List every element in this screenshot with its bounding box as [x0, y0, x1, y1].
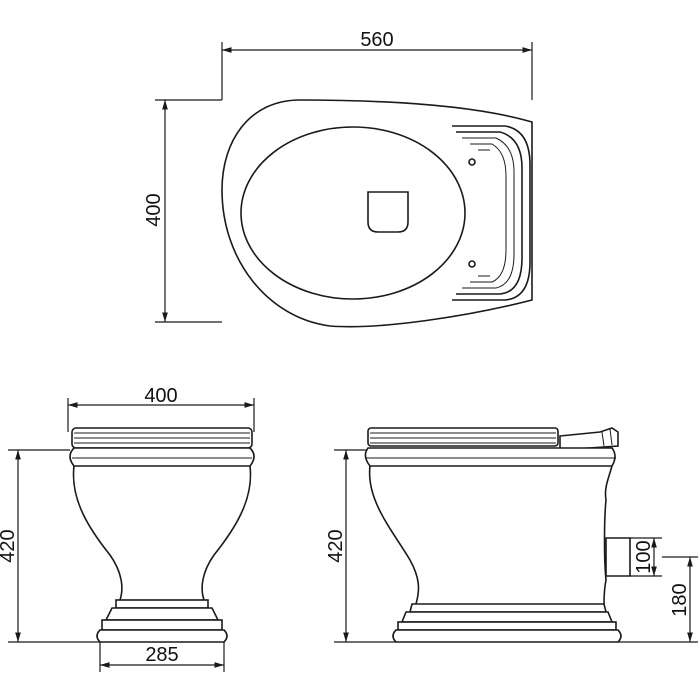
top-fixing-hole-lower	[468, 260, 476, 268]
top-outer-outline	[221, 99, 533, 328]
dim-outlet-height: 100	[633, 540, 655, 573]
front-bowl-body	[72, 465, 252, 601]
side-rim	[364, 447, 616, 467]
dim-base-width: 285	[145, 644, 178, 666]
side-bowl-body	[368, 465, 613, 605]
top-trap-opening	[367, 191, 409, 233]
dim-top-depth: 400	[143, 193, 165, 226]
top-inner-bowl	[240, 126, 466, 300]
side-view: 420 100 180	[325, 427, 698, 643]
top-view: 560 400	[143, 29, 533, 328]
top-hinge-bracket	[452, 125, 531, 301]
side-base	[392, 603, 622, 643]
front-view: 400 420 285	[0, 385, 255, 672]
side-outlet	[605, 537, 631, 577]
top-fixing-hole-upper	[468, 158, 476, 166]
dim-top-width: 560	[360, 29, 393, 51]
dim-side-height: 420	[325, 529, 347, 562]
dim-front-height: 420	[0, 529, 19, 562]
front-rim	[69, 447, 255, 467]
front-pedestal-base	[96, 599, 228, 643]
dim-outlet-center: 180	[669, 583, 691, 616]
dim-front-width: 400	[144, 385, 177, 407]
side-hinge	[559, 427, 619, 451]
